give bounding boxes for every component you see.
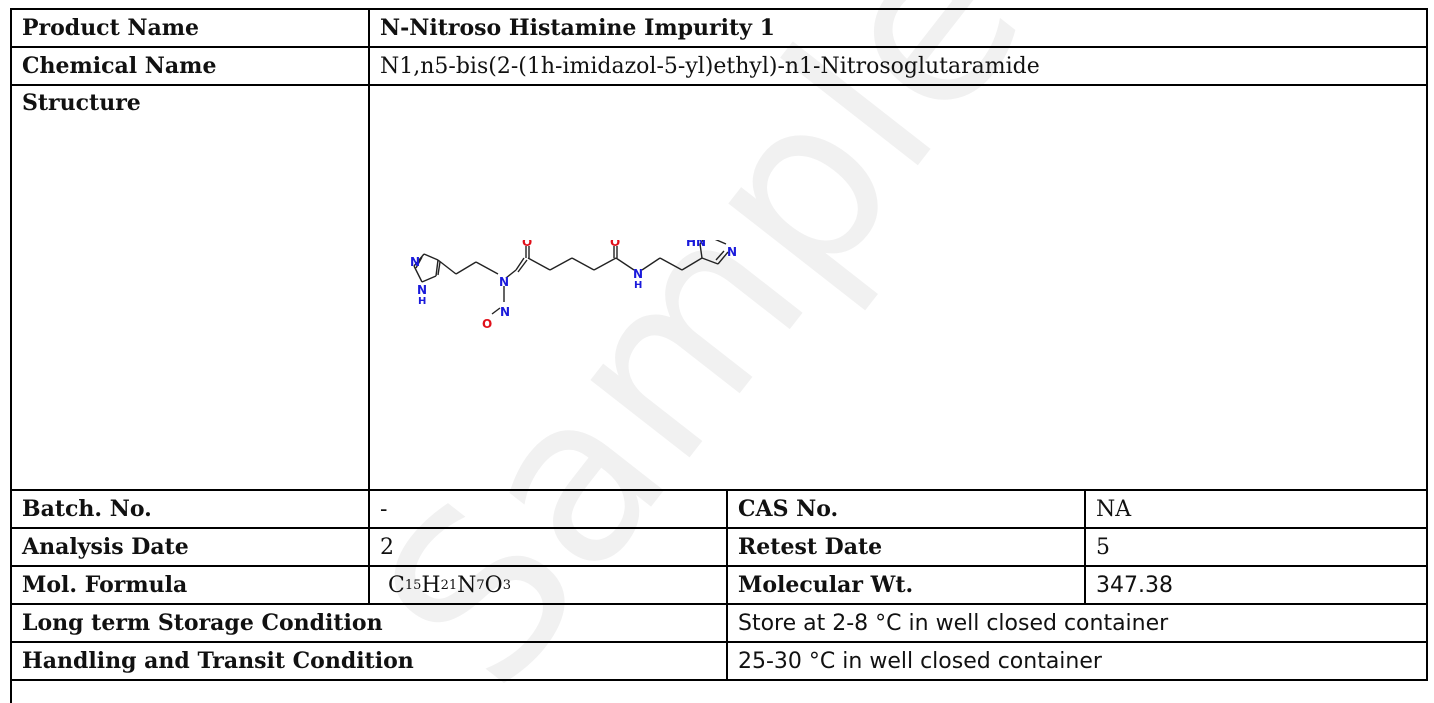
long-term-storage-value: Store at 2-8 °C in well closed container — [728, 605, 1428, 643]
batch-no-value: - — [370, 491, 728, 529]
mol-formula-label: Mol. Formula — [12, 567, 370, 605]
retest-date-value: 5 — [1086, 529, 1428, 567]
molecular-wt-label: Molecular Wt. — [728, 567, 1086, 605]
product-name-value: N-Nitroso Histamine Impurity 1 — [370, 10, 1428, 48]
structure-bonds — [413, 240, 729, 315]
batch-no-label: Batch. No. — [12, 491, 370, 529]
formula-n-c: 15 — [404, 577, 422, 593]
retest-date-label: Retest Date — [728, 529, 1086, 567]
cas-no-value: NA — [1086, 491, 1428, 529]
handling-transit-label: Handling and Transit Condition — [12, 643, 728, 681]
formula-n-h: 21 — [440, 577, 458, 593]
atom-o-carbonyl-left: O — [522, 240, 532, 249]
atom-n-nitroso-amide: N — [499, 275, 509, 289]
analysis-date-value: 2 — [370, 529, 728, 567]
analysis-date-label: Analysis Date — [12, 529, 370, 567]
atom-h-left-ring: H — [418, 296, 426, 307]
atom-n-left-ring-top: N — [410, 255, 420, 269]
formula-el-n: N — [457, 572, 477, 598]
structure-atoms: N N H N N O O O N H HN N — [410, 240, 737, 331]
atom-o-nitroso: O — [482, 317, 492, 331]
formula-el-o: O — [484, 572, 503, 598]
product-name-label: Product Name — [12, 10, 370, 48]
structure-label: Structure — [12, 86, 370, 491]
cas-no-label: CAS No. — [728, 491, 1086, 529]
atom-o-carbonyl-right: O — [610, 240, 620, 249]
atom-hn-right-ring: HN — [686, 240, 706, 249]
chemical-structure-image: N N H N N O O O N H HN N — [410, 240, 737, 331]
atom-n-nitroso: N — [500, 305, 510, 319]
chemical-name-value: N1,n5-bis(2-(1h-imidazol-5-yl)ethyl)-n1-… — [370, 48, 1428, 86]
atom-nh-left-ring: N — [417, 283, 427, 297]
molecular-wt-value: 347.38 — [1086, 567, 1428, 605]
coa-table: Product Name N-Nitroso Histamine Impurit… — [10, 8, 1428, 703]
formula-el-c: C — [388, 572, 405, 598]
long-term-storage-label: Long term Storage Condition — [12, 605, 728, 643]
formula-n-o: 3 — [502, 577, 511, 593]
formula-el-h: H — [421, 572, 441, 598]
atom-n-amide: N — [633, 267, 643, 281]
formula-n-n: 7 — [476, 577, 485, 593]
atom-h-amide: H — [634, 280, 642, 291]
structure-cell — [370, 86, 1428, 491]
atom-n-right-ring: N — [727, 245, 737, 259]
handling-transit-value: 25-30 °C in well closed container — [728, 643, 1428, 681]
chemical-name-label: Chemical Name — [12, 48, 370, 86]
